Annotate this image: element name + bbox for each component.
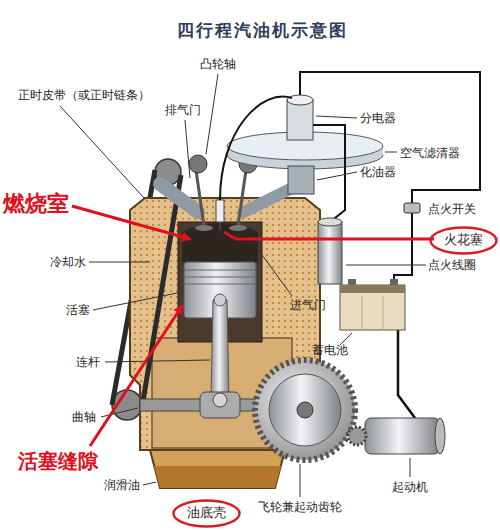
part-label: 润滑油 — [104, 478, 140, 492]
part-label: 点火开关 — [428, 202, 476, 216]
callout-text: 活塞缝隙 — [18, 450, 98, 472]
part-label: 凸轮轴 — [200, 57, 236, 71]
part-label: 化油器 — [360, 165, 396, 179]
part-label: 分电器 — [360, 111, 396, 125]
part-label: 进气门 — [290, 298, 326, 312]
part-label: 空气滤清器 — [400, 146, 460, 160]
circled-text: 油底壳 — [187, 506, 226, 521]
part-label: 活塞 — [66, 303, 90, 317]
part-label: 排气门 — [165, 103, 201, 117]
part-label: 蓄电池 — [312, 343, 348, 357]
diagram-title: 四行程汽油机示意图 — [177, 20, 348, 40]
part-label: 正时皮带（或正时链条） — [18, 88, 150, 102]
part-label: 点火线圈 — [428, 258, 476, 272]
callout-text: 燃烧室 — [3, 192, 69, 216]
circled-text: 火花塞 — [444, 233, 483, 248]
part-label: 连杆 — [76, 355, 100, 369]
part-label: 曲轴 — [72, 410, 96, 424]
circled-label: 火花塞 — [429, 226, 498, 255]
part-label: 冷却水 — [50, 255, 86, 269]
part-label: 飞轮兼起动齿轮 — [258, 500, 342, 514]
circle-outline-shape — [174, 501, 240, 527]
circled-label: 油底壳 — [172, 499, 241, 528]
part-label: 起动机 — [392, 480, 428, 494]
circle-outline-shape — [431, 228, 497, 254]
